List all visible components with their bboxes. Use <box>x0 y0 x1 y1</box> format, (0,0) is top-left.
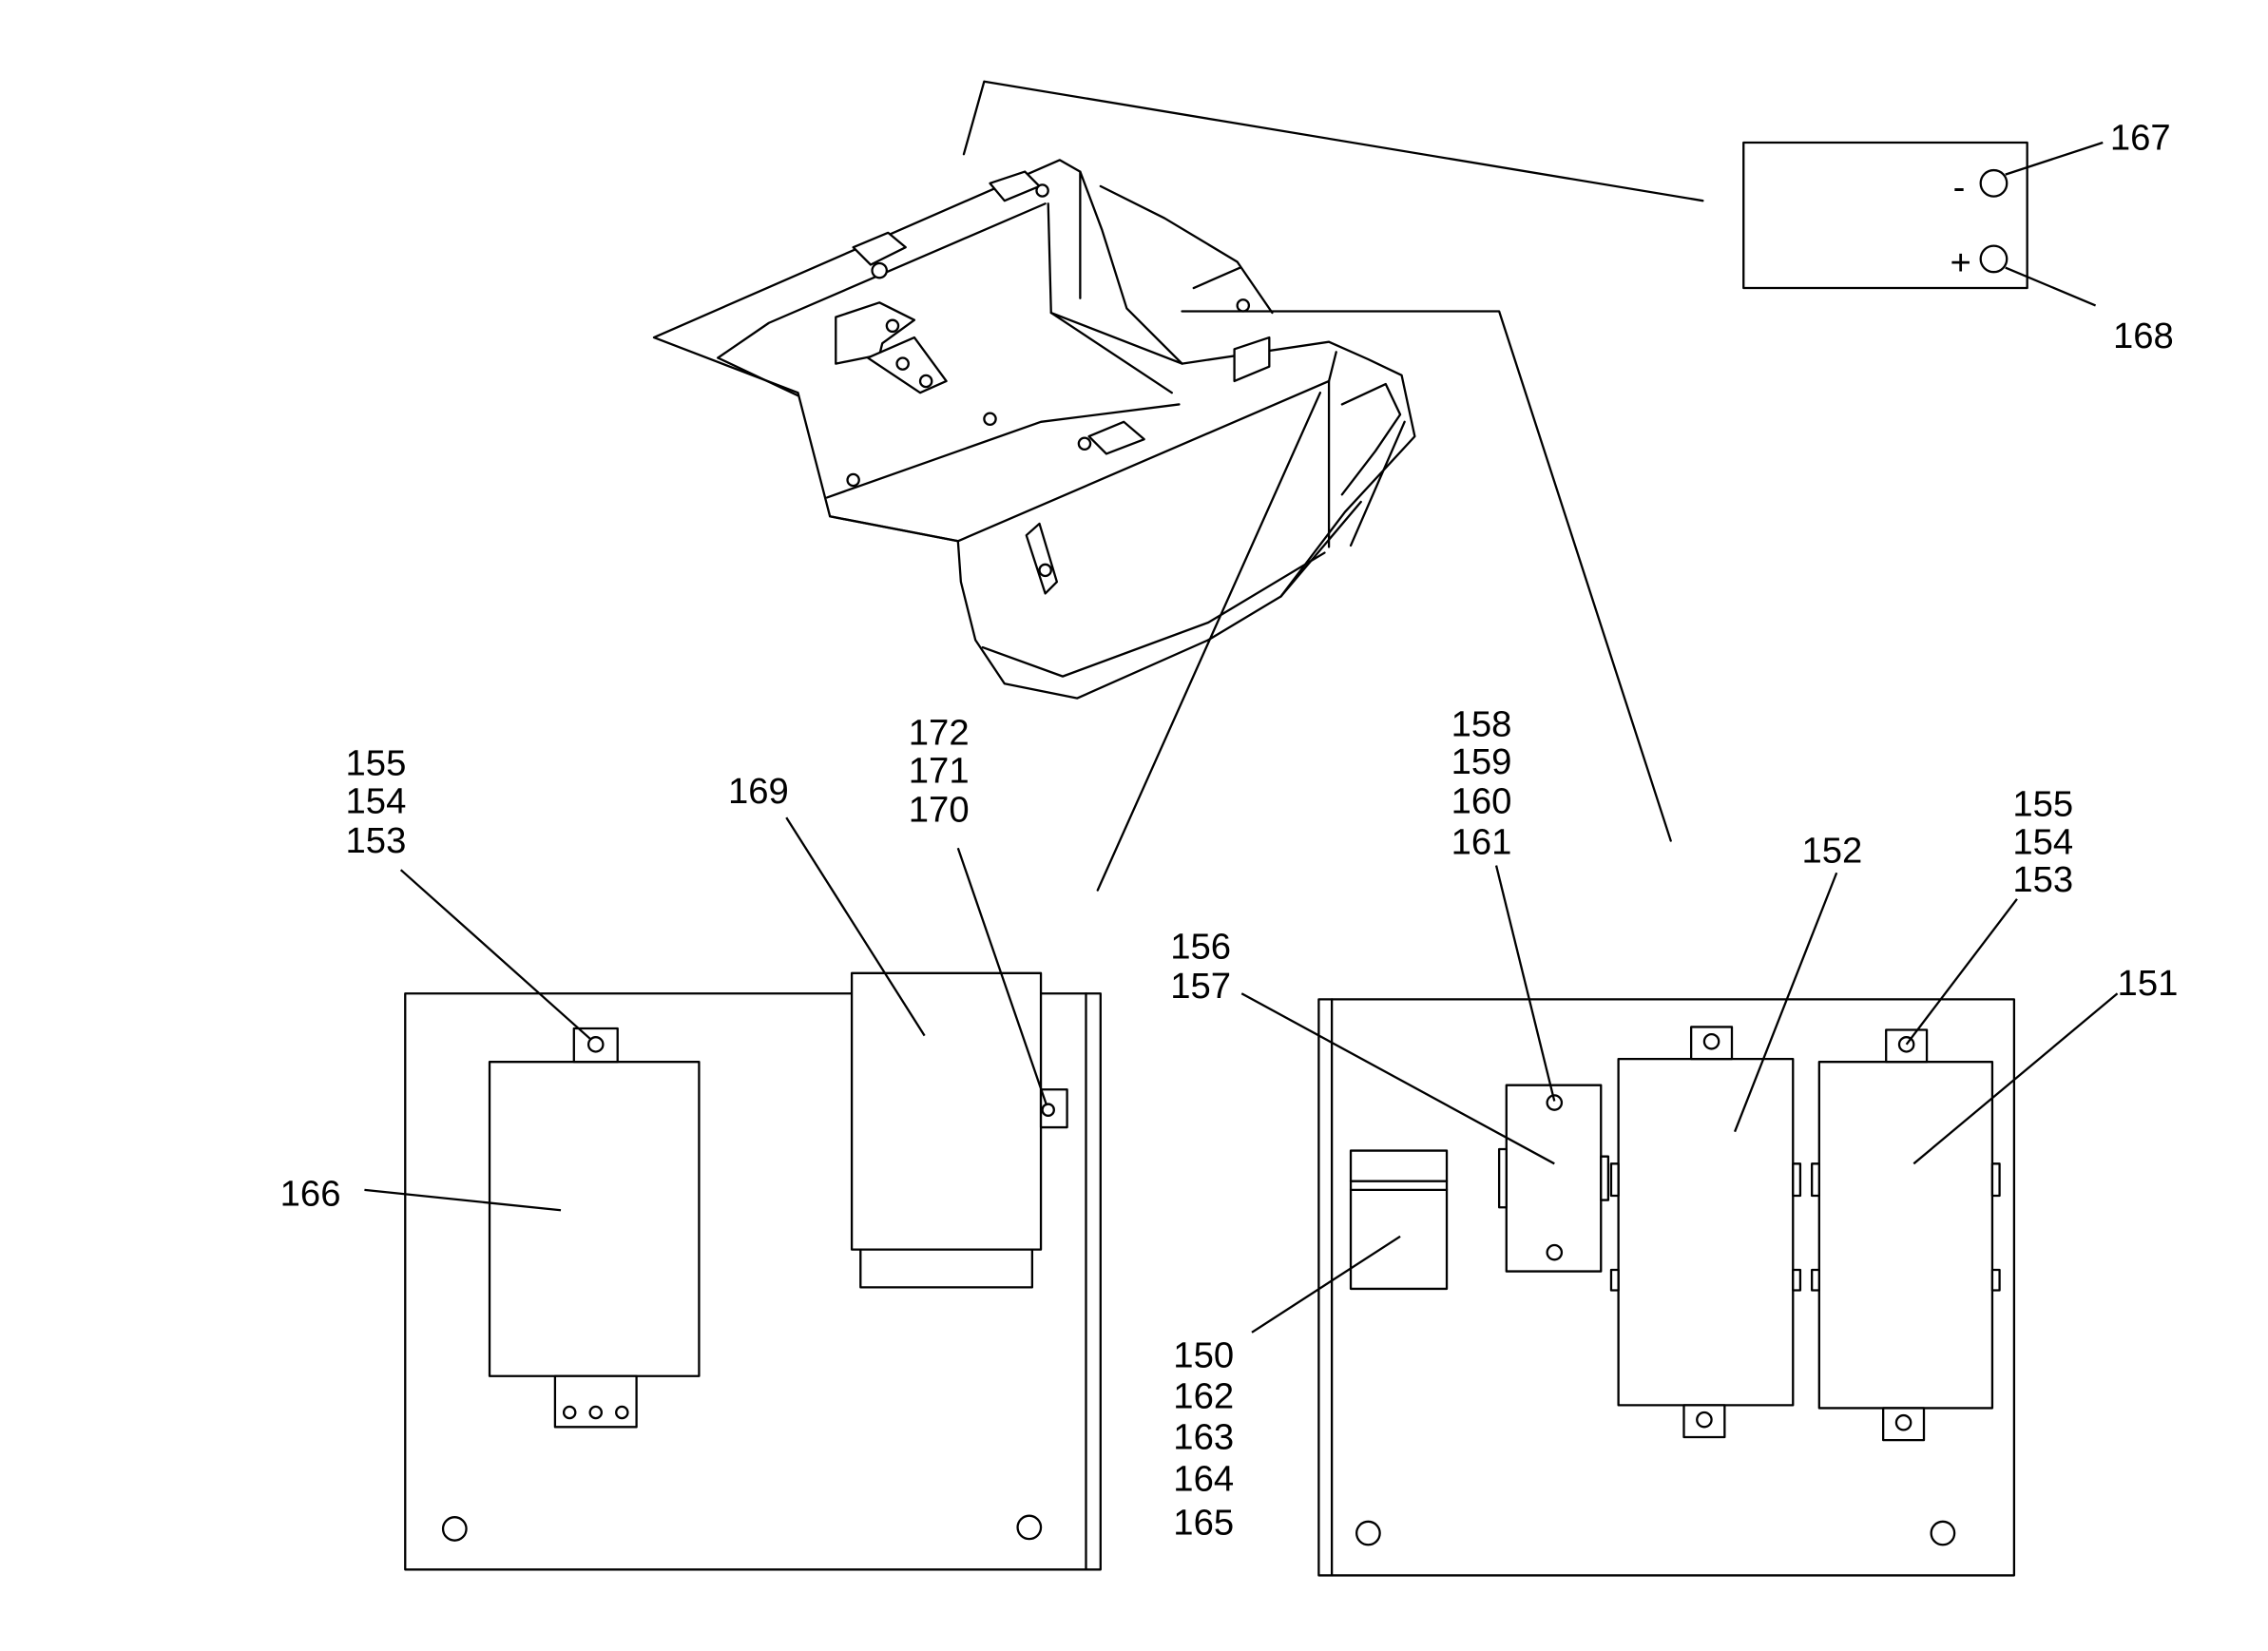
left-panel <box>364 816 1102 1571</box>
callout-156: 156 <box>1170 927 1231 968</box>
callout-167: 167 <box>2110 118 2171 159</box>
positive-terminal <box>1979 244 2009 274</box>
callout-172: 172 <box>909 713 970 754</box>
negative-sign: - <box>1953 167 1966 208</box>
battery: - + <box>1742 141 2104 307</box>
callout-164: 164 <box>1173 1459 1234 1500</box>
callout-150: 150 <box>1173 1335 1234 1376</box>
callout-154-right: 154 <box>2012 821 2073 862</box>
connector-left-panel <box>1096 392 1322 892</box>
callout-152: 152 <box>1801 831 1862 872</box>
callout-153-left: 153 <box>346 820 407 861</box>
callout-170: 170 <box>909 790 970 831</box>
callout-165: 165 <box>1173 1503 1234 1544</box>
callout-153-right: 153 <box>2012 859 2073 900</box>
callout-155-left: 155 <box>346 743 407 784</box>
right-panel <box>1240 865 2119 1577</box>
callout-161: 161 <box>1451 821 1512 862</box>
callout-168: 168 <box>2113 316 2174 356</box>
callout-151: 151 <box>2118 963 2179 1004</box>
connector-right-panel <box>1181 310 1672 842</box>
callout-159: 159 <box>1451 741 1512 782</box>
callout-169: 169 <box>728 771 789 812</box>
callout-171: 171 <box>909 750 970 791</box>
callout-157: 157 <box>1170 966 1231 1007</box>
callout-160: 160 <box>1451 780 1512 821</box>
callout-154-left: 154 <box>346 780 407 821</box>
callout-166: 166 <box>280 1174 341 1215</box>
callout-158: 158 <box>1451 703 1512 744</box>
negative-terminal <box>1979 168 2009 198</box>
battery-tray <box>652 80 1704 700</box>
positive-sign: + <box>1951 242 1971 283</box>
callout-163: 163 <box>1173 1416 1234 1457</box>
callout-162: 162 <box>1173 1375 1234 1416</box>
callout-155-right: 155 <box>2012 784 2073 825</box>
